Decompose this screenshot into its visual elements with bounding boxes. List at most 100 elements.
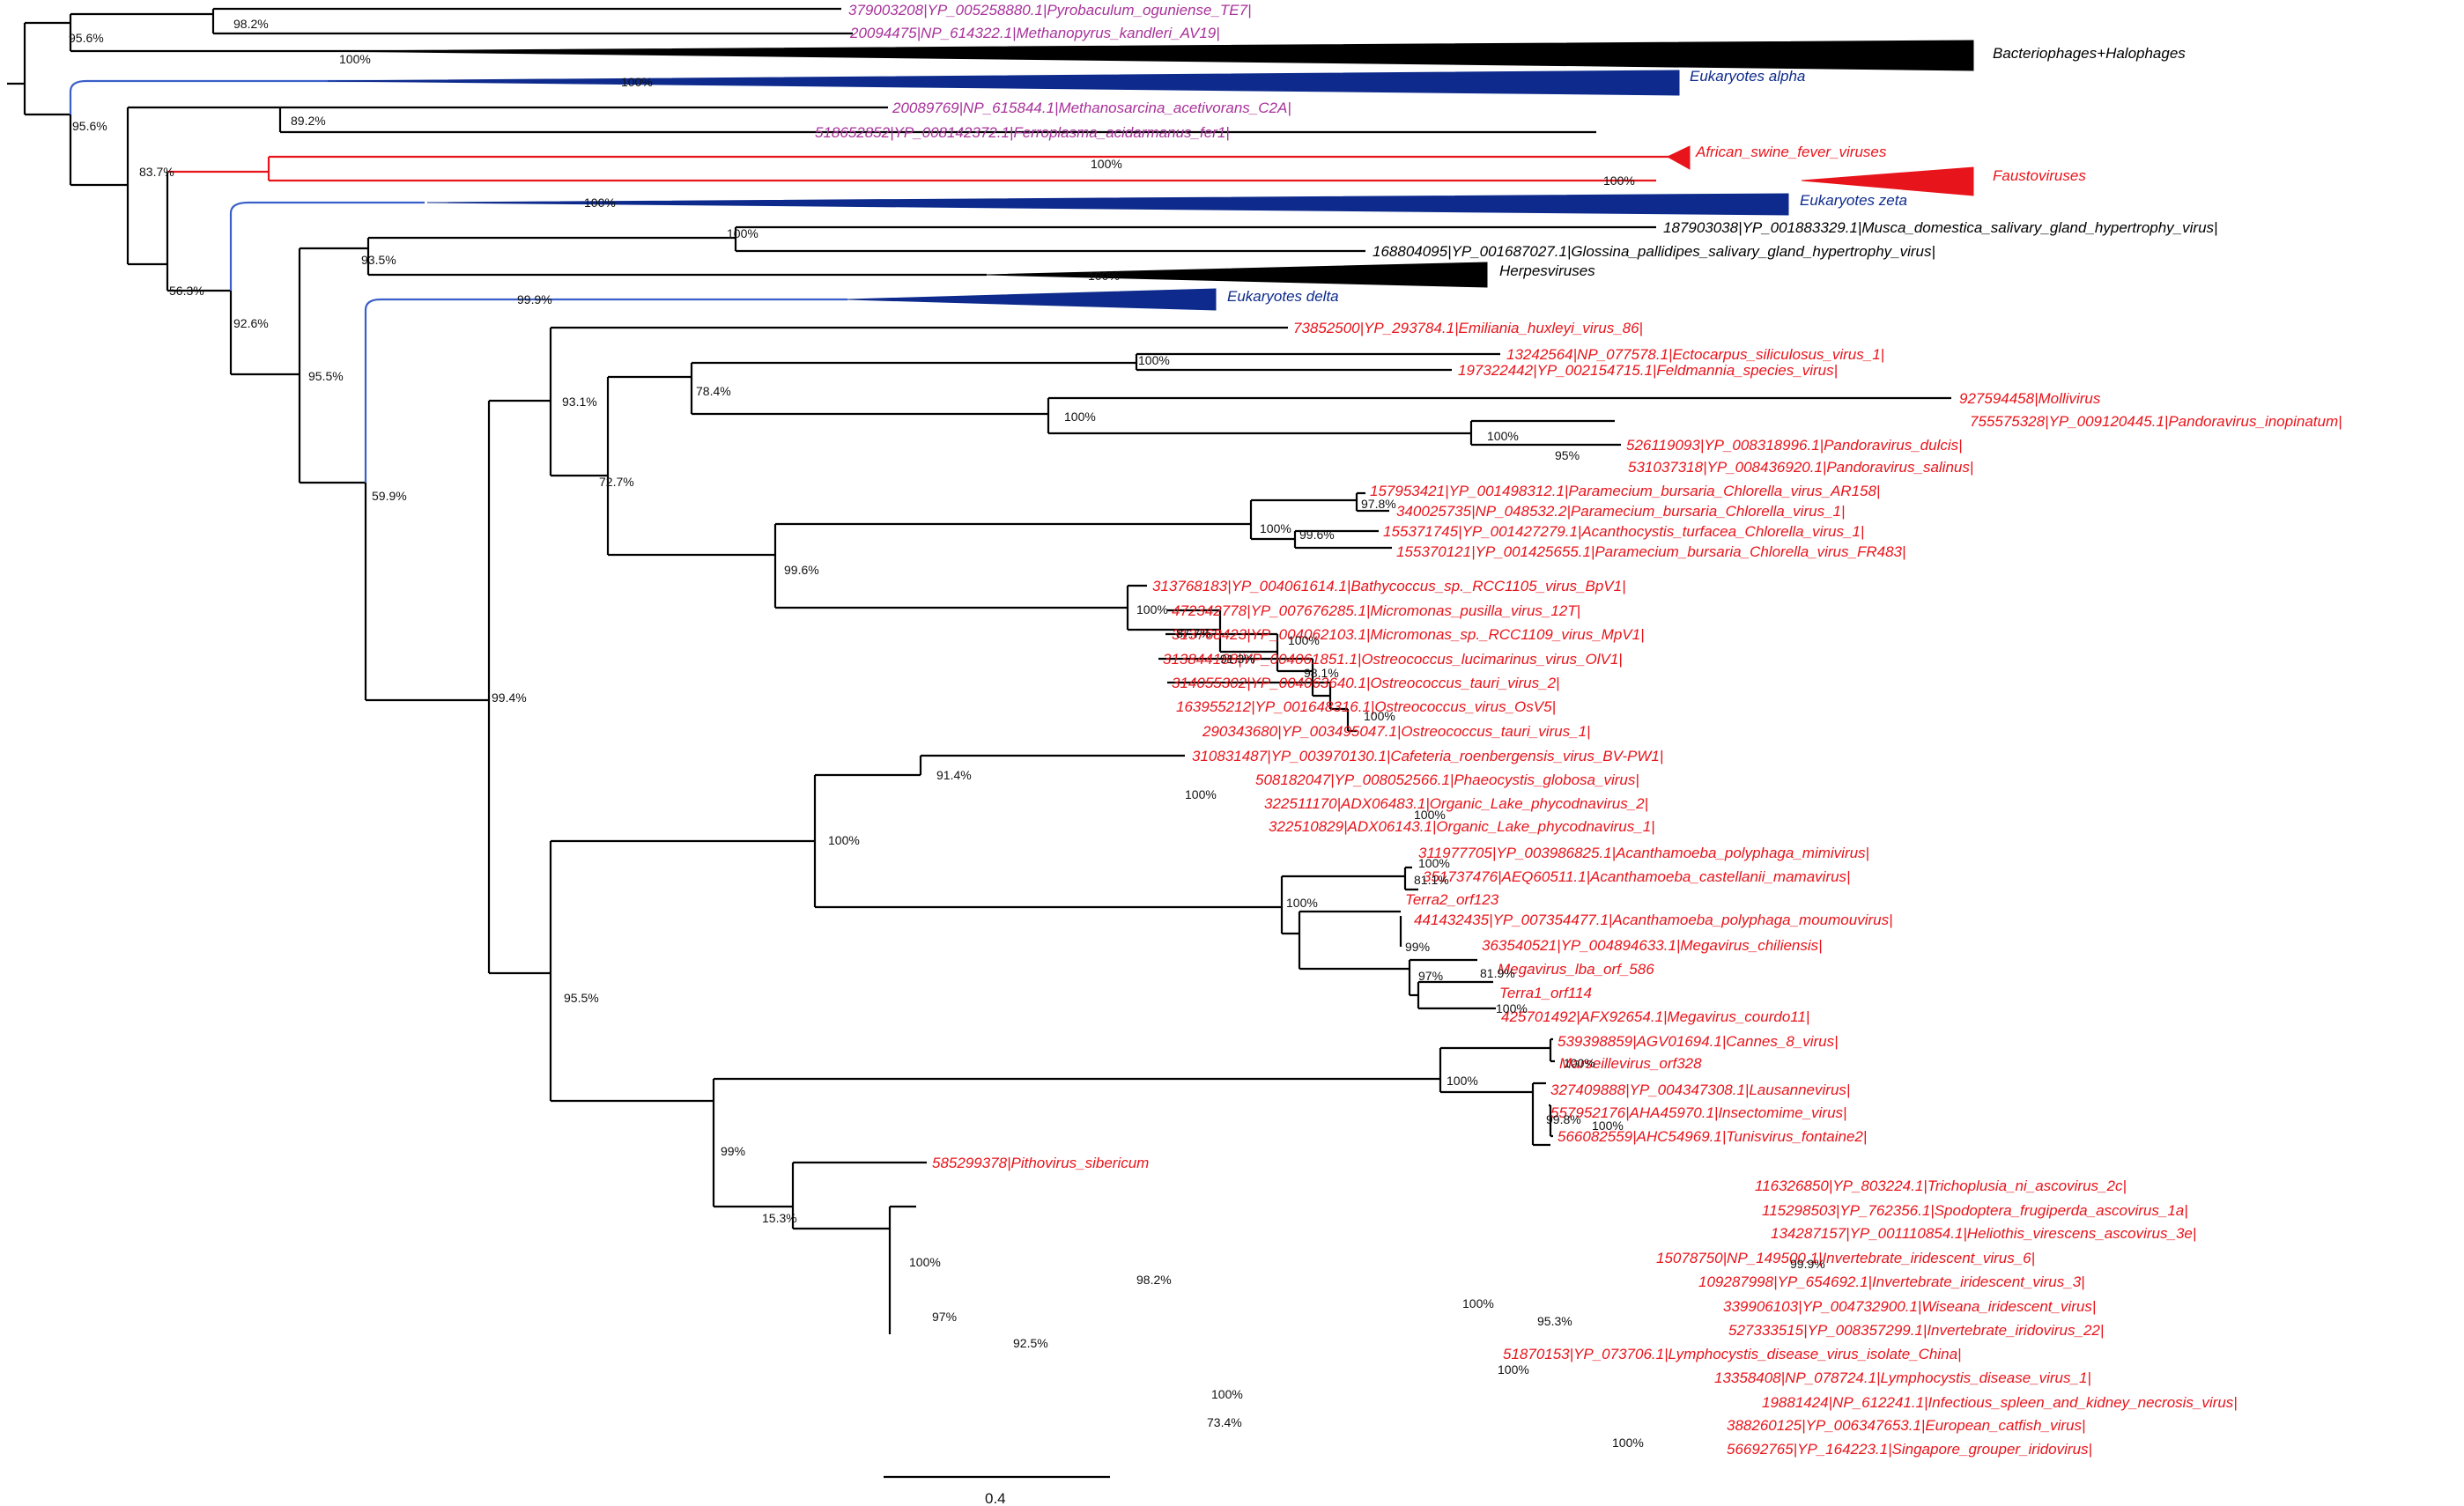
support-value: 98.2% (1136, 1273, 1172, 1287)
tip-label: 109287998|YP_654692.1|Invertebrate_iride… (1698, 1273, 2085, 1290)
support-value: 100% (1211, 1387, 1243, 1401)
tree-branch (1299, 958, 1477, 995)
support-value: 95.6% (72, 119, 107, 133)
support-value: 100% (1064, 410, 1096, 424)
support-value: 93.5% (361, 253, 396, 267)
tip-label: 163955212|YP_001648316.1|Ostreococcus_vi… (1176, 698, 1556, 715)
support-value: 99% (721, 1144, 745, 1158)
support-value: 73.4% (1207, 1415, 1242, 1429)
support-value: 100% (1185, 787, 1217, 801)
tip-label: 134287157|YP_001110854.1|Heliothis_vires… (1771, 1225, 2196, 1242)
tree-branch (1440, 1037, 1555, 1063)
tip-label: 313768183|YP_004061614.1|Bathycoccus_sp.… (1152, 578, 1625, 594)
tree-branch (368, 225, 1656, 253)
support-value: 99.4% (492, 690, 527, 705)
tree-branch (1533, 1104, 1553, 1147)
tree-branch (364, 298, 847, 483)
tip-label: Megavirus_lba_orf_586 (1498, 961, 1654, 978)
support-value: 100% (1447, 1074, 1478, 1088)
support-value: 100% (1564, 1056, 1595, 1070)
support-values: 98.2%95.6%100%100%95.6%89.2%83.7%100%100… (69, 17, 1825, 1450)
tip-label: 566082559|AHC54969.1|Tunisvirus_fontaine… (1558, 1128, 1867, 1145)
tip-label: 115298503|YP_762356.1|Spodoptera_frugipe… (1762, 1202, 2188, 1219)
tip-label: 363540521|YP_004894633.1|Megavirus_chili… (1482, 937, 1823, 954)
support-value: 100% (1260, 521, 1291, 535)
collapsed-clade-euk-zeta (426, 193, 1789, 216)
tree-branch (775, 500, 1253, 539)
tree-branch (231, 248, 301, 483)
tip-label: 187903038|YP_001883329.1|Musca_domestica… (1663, 219, 2217, 236)
tip-label: 197322442|YP_002154715.1|Feldmannia_spec… (1458, 362, 1838, 379)
tip-label: 73852500|YP_293784.1|Emiliania_huxleyi_v… (1293, 320, 1643, 336)
tip-label: 755575328|YP_009120445.1|Pandoravirus_in… (1970, 413, 2342, 430)
collapsed-clade-euk-alpha (327, 70, 1680, 96)
support-value: 97% (932, 1310, 957, 1324)
tip-label: 290343680|YP_003495047.1|Ostreococcus_ta… (1202, 723, 1590, 740)
clade-label-bacteriophages: Bacteriophages+Halophages (1993, 45, 2186, 62)
tip-label: 13358408|NP_078724.1|Lymphocystis_diseas… (1714, 1369, 2091, 1386)
tip-label: 527333515|YP_008357299.1|Invertebrate_ir… (1728, 1322, 2104, 1339)
support-value: 100% (828, 833, 860, 847)
tree-branches (7, 7, 1951, 1334)
support-value: 89.2% (291, 114, 326, 128)
tip-label: 379003208|YP_005258880.1|Pyrobaculum_ogu… (848, 2, 1252, 18)
tip-label: 585299378|Pithovirus_sibericum (932, 1155, 1149, 1171)
support-value: 93.1% (562, 395, 597, 409)
tip-label: 20089769|NP_615844.1|Methanosarcina_acet… (892, 100, 1291, 116)
support-value: 92.5% (1013, 1336, 1048, 1350)
support-value: 15.3% (762, 1211, 797, 1225)
tree-branch (608, 363, 693, 414)
tree-branch (128, 172, 169, 291)
tree-branch (1410, 980, 1496, 1010)
tip-label: 19881424|NP_612241.1|Infectious_spleen_a… (1762, 1394, 2238, 1411)
tree-branch (25, 113, 72, 185)
tree-branch (70, 7, 853, 35)
tree-branch (489, 841, 552, 1101)
tip-label: 155371745|YP_001427279.1|Acanthocystis_t… (1383, 523, 1864, 540)
support-value: 99% (1405, 940, 1430, 954)
tree-branch (1158, 657, 1314, 696)
tip-label: 13242564|NP_077578.1|Ectocarpus_siliculo… (1506, 346, 1884, 363)
tree-branch (775, 584, 1147, 630)
support-value: 100% (1496, 1001, 1528, 1015)
tip-label: 508182047|YP_008052566.1|Phaeocystis_glo… (1255, 771, 1639, 788)
tree-branch (692, 396, 1951, 433)
tip-label: 425701492|AFX92654.1|Megavirus_courdo11| (1501, 1008, 1809, 1025)
tree-branch (1299, 910, 1402, 947)
tree-branch (608, 524, 777, 608)
tip-label: 351737476|AEQ60511.1|Acanthamoeba_castel… (1423, 868, 1850, 885)
support-value: 99.6% (784, 563, 819, 577)
support-value: 98.1% (1304, 666, 1339, 680)
tip-label: 388260125|YP_006347653.1|European_catfis… (1727, 1417, 2085, 1434)
support-value: 97% (1418, 969, 1443, 983)
tree-branch (1282, 866, 1418, 891)
support-value: 100% (1462, 1296, 1494, 1310)
tree-branch (714, 1048, 1442, 1092)
clade-label-euk-zeta: Eukaryotes zeta (1800, 192, 1907, 209)
clade-label-euk-alpha: Eukaryotes alpha (1690, 68, 1805, 85)
tip-label: 322510829|ADX06143.1|Organic_Lake_phycod… (1269, 818, 1655, 835)
scale-bar-label: 0.4 (985, 1490, 1006, 1506)
tip-label: 441432435|YP_007354477.1|Acanthamoeba_po… (1414, 912, 1893, 928)
collapsed-clade-herpes (986, 262, 1488, 288)
tip-label: 539398859|AGV01694.1|Cannes_8_virus| (1558, 1033, 1839, 1050)
collapsed-clade-bacteriophages (327, 40, 1974, 71)
support-value: 72.7% (599, 475, 634, 489)
tip-label: 472342778|YP_007676285.1|Micromonas_pusi… (1172, 602, 1580, 619)
tip-label: 314055302|YP_004063640.1|Ostreococcus_ta… (1172, 675, 1559, 691)
tip-label: 339906103|YP_004732900.1|Wiseana_iridesc… (1723, 1298, 2096, 1315)
tip-label: 15078750|NP_149500.1|Invertebrate_irides… (1656, 1250, 2035, 1266)
tip-label: 531037318|YP_008436920.1|Pandoravirus_sa… (1628, 459, 1973, 476)
tree-branch (1251, 529, 1392, 550)
tree-branch (1128, 609, 1222, 652)
collapsed-clade-euk-delta (847, 288, 1217, 311)
support-value: 81.9% (1480, 966, 1515, 980)
support-value: 95.3% (1537, 1314, 1572, 1328)
tree-branch (815, 876, 1284, 934)
support-value: 95.5% (308, 369, 344, 383)
support-value: 100% (1364, 709, 1395, 723)
tip-label: Marseillevirus_orf328 (1559, 1055, 1702, 1072)
support-value: 100% (1414, 808, 1446, 822)
